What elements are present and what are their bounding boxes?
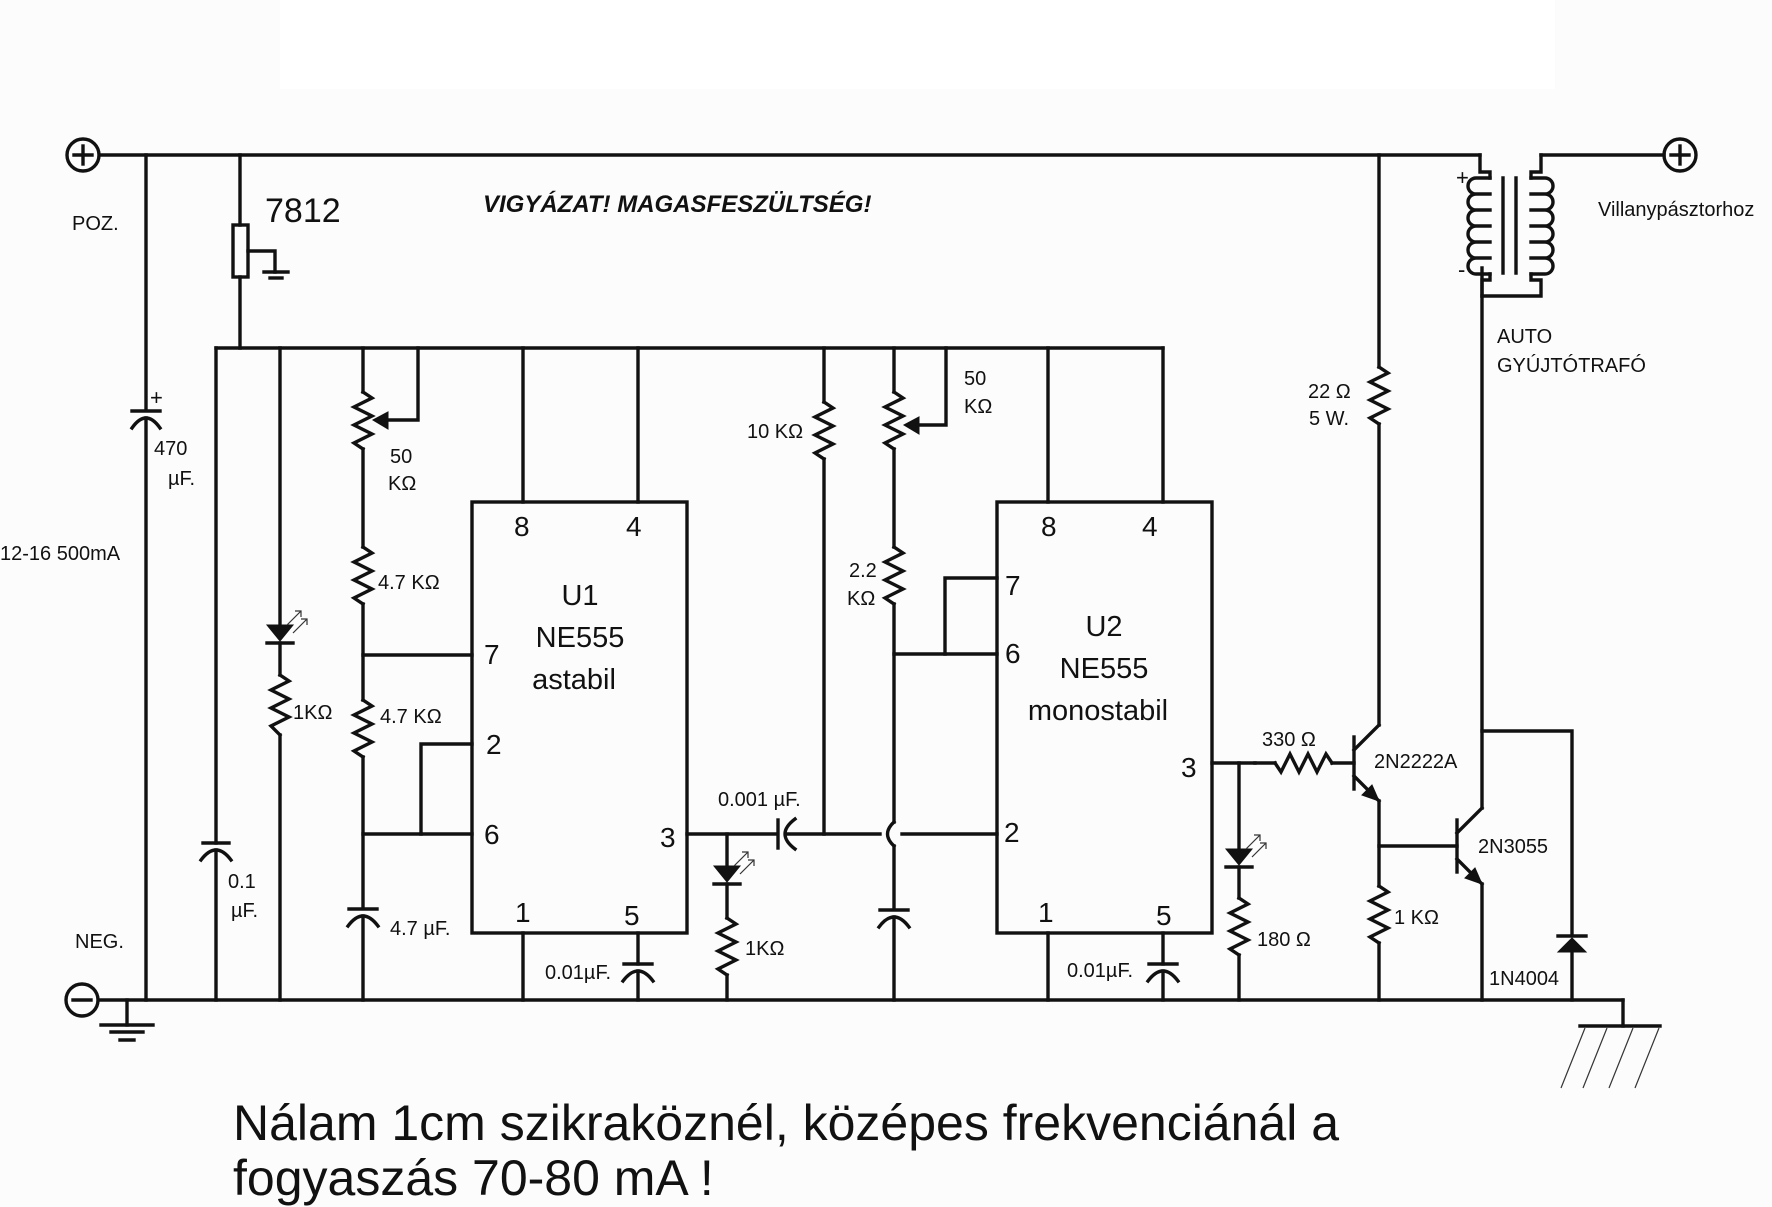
r47b-value: 4.7 KΩ (380, 706, 442, 728)
ground-icon (99, 998, 155, 1042)
u2-pin5: 5 (1156, 900, 1172, 931)
transistor-q1-2n2222a: 2N2222A (1351, 722, 1458, 888)
transformer-label-1: AUTO (1497, 326, 1552, 348)
r-led1-value: 1KΩ (293, 702, 332, 724)
capacitor-4.7uf: 4.7 µF. (345, 907, 450, 1002)
wire-u1-pin2-6 (361, 742, 474, 836)
capacitor-0.1uf: 0.1 µF. (198, 346, 258, 1002)
diode-1n4004: 1N4004 (1480, 729, 1588, 1002)
u1-pin5: 5 (624, 900, 640, 931)
potentiometer-1: 50 KΩ (350, 346, 420, 495)
d1-label: 1N4004 (1489, 968, 1559, 990)
top-white-band (280, 0, 1555, 89)
q2-label: 2N3055 (1478, 836, 1548, 858)
capacitor-470uf: + 470 µF. (129, 153, 195, 1002)
u1-type: NE555 (536, 622, 625, 654)
negative-terminal[interactable] (64, 982, 100, 1018)
resistor-10k: 10 KΩ (747, 346, 837, 836)
c001b-value: 0.01µF. (1067, 960, 1133, 982)
potentiometer-2: 50 KΩ (881, 346, 992, 452)
r1k-value: 1 KΩ (1394, 907, 1439, 929)
u2-pin3: 3 (1181, 752, 1197, 783)
u2-type: NE555 (1060, 653, 1149, 685)
capacitor-timing-u2 (876, 908, 912, 1002)
transformer-plus: + (1456, 165, 1469, 190)
pot1-value-1: 50 (390, 446, 412, 468)
q1-label: 2N2222A (1374, 751, 1458, 773)
pot1-value-2: KΩ (388, 473, 416, 495)
pot2-value-2: KΩ (964, 396, 992, 418)
resistor-4.7k-b: 4.7 KΩ (350, 697, 442, 908)
ic-u1-ne555: 8 4 7 2 6 3 1 5 U1 NE555 astabil 0.01µF. (470, 346, 689, 1002)
pot2-value-1: 50 (964, 368, 986, 390)
c47-value: 4.7 µF. (390, 918, 450, 940)
capacitor-0.001uf: 0.001 µF. (718, 789, 882, 852)
resistor-2.2k: 2.2 KΩ (847, 447, 907, 910)
output-led-1: 1KΩ (712, 832, 784, 1002)
r10k-value: 10 KΩ (747, 421, 803, 443)
u1-pin2: 2 (486, 729, 502, 760)
ic-u2-ne555: 8 4 7 6 2 3 1 5 U2 NE555 monostabil 0.01… (995, 346, 1214, 1002)
regulator-label: 7812 (265, 192, 341, 230)
r180-value: 180 Ω (1257, 929, 1311, 951)
c001a-value: 0.01µF. (545, 962, 611, 984)
resistor-330: 330 Ω (1253, 729, 1356, 776)
u2-name: U2 (1085, 611, 1122, 643)
transformer-minus: - (1458, 257, 1465, 282)
u2-pin8: 8 (1041, 511, 1057, 542)
c01-value-2: µF. (231, 900, 258, 922)
u1-name: U1 (561, 580, 598, 612)
power-led: 1KΩ (265, 346, 332, 1002)
pos-label: POZ. (72, 213, 119, 235)
warning-title: VIGYÁZAT! MAGASFESZÜLTSÉG! (483, 190, 871, 218)
output-terminal[interactable] (1662, 137, 1698, 173)
positive-terminal[interactable] (65, 137, 101, 173)
c01-value-1: 0.1 (228, 871, 256, 893)
r22k-value-1: 2.2 (849, 560, 877, 582)
supply-label: 12-16 500mA (0, 543, 121, 565)
resistor-4.7k-a: 4.7 KΩ (350, 447, 440, 702)
resistor-1k-q1: 1 KΩ (1366, 844, 1459, 1002)
u1-mode: astabil (532, 664, 616, 696)
note-line-1: Nálam 1cm szikraköznél, középes frekvenc… (233, 1095, 1339, 1151)
r330-value: 330 Ω (1262, 729, 1316, 751)
c470-value-2: µF. (168, 468, 195, 490)
transformer-label-2: GYÚJTÓTRAFÓ (1497, 354, 1646, 377)
u1-pin4: 4 (626, 511, 642, 542)
r47a-value: 4.7 KΩ (378, 572, 440, 594)
u1-pin6: 6 (484, 819, 500, 850)
negative-rail (98, 998, 1625, 1028)
c0001-value: 0.001 µF. (718, 789, 801, 811)
r-led2-value: 1KΩ (745, 938, 784, 960)
r22-value-2: 5 W. (1309, 408, 1349, 430)
u2-pin4: 4 (1142, 511, 1158, 542)
u2-mode: monostabil (1028, 695, 1168, 727)
u2-pin2: 2 (1004, 817, 1020, 848)
resistor-22-ohm: 22 Ω 5 W. (1308, 153, 1392, 727)
u1-pin8: 8 (514, 511, 530, 542)
u1-pin7: 7 (484, 639, 500, 670)
earth-ground-icon (1560, 1024, 1662, 1089)
u2-pin6: 6 (1005, 638, 1021, 669)
transistor-q2-2n3055: 2N3055 (1454, 266, 1548, 1002)
ignition-transformer: + - AUTO GYÚJTÓTRAFÓ (1456, 153, 1646, 377)
u1-pin3: 3 (660, 822, 676, 853)
output-label: Villanypásztorhoz (1598, 199, 1754, 221)
u2-pin7: 7 (1005, 570, 1021, 601)
note-line-2: fogyaszás 70-80 mA ! (233, 1150, 714, 1206)
regulator-7812: 7812 (231, 153, 341, 350)
c470-value-1: 470 (154, 438, 187, 460)
r22k-value-2: KΩ (847, 588, 875, 610)
output-led-2: 180 Ω (1224, 761, 1311, 1002)
u2-pin1: 1 (1038, 897, 1054, 928)
neg-label: NEG. (75, 931, 124, 953)
c470-polarity: + (150, 385, 163, 410)
u1-pin1: 1 (515, 897, 531, 928)
r22-value-1: 22 Ω (1308, 381, 1351, 403)
wire-u2-pin7-6 (892, 576, 999, 656)
